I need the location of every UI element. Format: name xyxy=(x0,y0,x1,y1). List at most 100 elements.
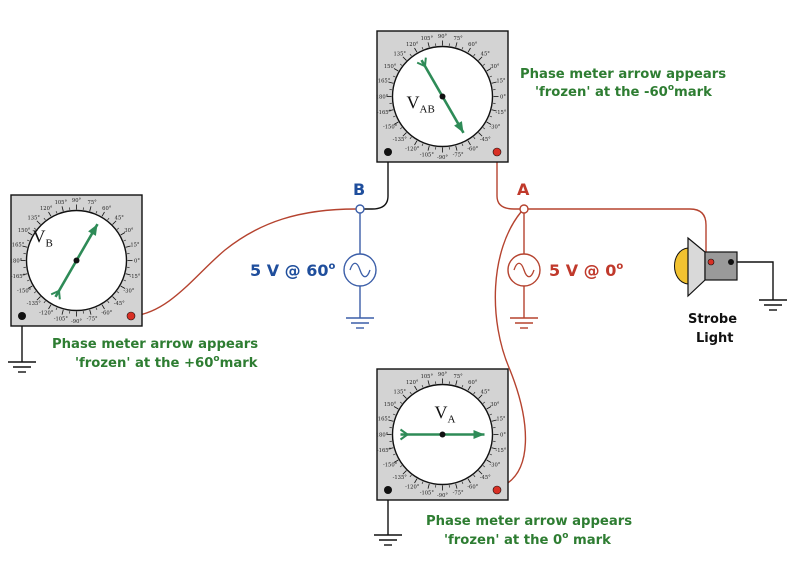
major-tick xyxy=(388,419,394,422)
tick-label: 75° xyxy=(88,200,98,206)
minor-tick xyxy=(489,115,493,118)
tick-label: 165° xyxy=(378,417,391,423)
major-tick xyxy=(120,232,126,236)
note-va-line1: Phase meter arrow appears xyxy=(426,514,632,529)
tick-label: -135° xyxy=(393,475,408,481)
ground-symbol-strobe xyxy=(759,299,787,311)
tick-label: 90° xyxy=(438,34,448,40)
tick-label: -30° xyxy=(123,289,134,295)
minor-tick xyxy=(33,291,37,294)
minor-tick xyxy=(107,300,110,304)
major-tick xyxy=(36,296,41,301)
major-tick xyxy=(61,309,64,315)
minor-tick xyxy=(461,143,464,147)
minor-tick xyxy=(107,217,110,221)
minor-tick xyxy=(392,115,396,118)
tick-label: 150° xyxy=(384,402,397,408)
source-a-label: 5 V @ 0o xyxy=(549,261,623,280)
wire-node-a-to-strobe xyxy=(528,208,707,258)
minor-tick xyxy=(392,453,396,456)
major-tick xyxy=(388,109,394,112)
minor-tick xyxy=(482,401,486,404)
node-a-label: A xyxy=(517,180,530,199)
tick-label: -60° xyxy=(101,311,112,317)
minor-tick xyxy=(95,307,98,311)
major-tick xyxy=(388,81,394,84)
tick-label: -120° xyxy=(405,485,420,491)
minor-tick xyxy=(123,239,127,242)
minor-tick xyxy=(43,217,46,221)
red-terminal xyxy=(492,485,502,495)
note-vab-line1: Phase meter arrow appears xyxy=(520,67,726,82)
minor-tick xyxy=(482,63,486,66)
major-tick xyxy=(125,273,131,276)
tick-label: 60° xyxy=(468,42,478,48)
major-tick xyxy=(414,140,418,146)
phase-meter-vab: 180°165°150°135°120°105°90°75°60°45°30°1… xyxy=(376,30,509,163)
tick-label: 105° xyxy=(421,374,434,380)
minor-tick xyxy=(123,279,127,282)
ac-source-b xyxy=(343,253,377,287)
major-tick xyxy=(112,296,117,301)
note-vab: Phase meter arrow appears 'frozen' at th… xyxy=(520,67,726,100)
major-tick xyxy=(455,483,458,489)
tick-label: -165° xyxy=(377,110,392,116)
major-tick xyxy=(478,132,483,137)
tick-label: 75° xyxy=(454,374,464,380)
minor-tick xyxy=(409,53,412,57)
tick-label: 75° xyxy=(454,36,464,42)
wire-strobe-to-ground xyxy=(737,261,774,300)
major-tick xyxy=(414,478,418,484)
major-tick xyxy=(427,42,430,48)
tick-label: -120° xyxy=(405,147,420,153)
tick-label: 105° xyxy=(55,200,68,206)
ground-symbol-vb xyxy=(8,361,36,373)
note-vb: Phase meter arrow appears 'frozen' at th… xyxy=(52,337,259,371)
tick-label: 135° xyxy=(393,52,406,58)
tick-label: -75° xyxy=(453,153,464,159)
minor-tick xyxy=(399,465,403,468)
minor-tick xyxy=(489,75,493,78)
major-tick xyxy=(393,459,399,463)
tick-label: -15° xyxy=(129,274,140,280)
minor-tick xyxy=(473,136,476,140)
tick-label: 120° xyxy=(40,206,53,212)
needle-pivot xyxy=(439,93,446,100)
minor-tick xyxy=(421,481,424,485)
tick-label: 15° xyxy=(496,417,506,423)
major-tick xyxy=(402,394,407,399)
minor-tick xyxy=(482,127,486,130)
minor-tick xyxy=(26,279,30,282)
major-tick xyxy=(101,211,105,217)
tick-label: 180° xyxy=(376,432,389,438)
tick-label: -60° xyxy=(467,147,478,153)
minor-tick xyxy=(461,481,464,485)
major-tick xyxy=(101,304,105,310)
tick-label: 60° xyxy=(102,206,112,212)
tick-label: 45° xyxy=(115,216,125,222)
major-tick xyxy=(27,285,33,289)
minor-tick xyxy=(461,46,464,50)
tick-label: 120° xyxy=(406,42,419,48)
minor-tick xyxy=(392,413,396,416)
needle-arrowhead xyxy=(88,224,98,236)
needle-tail xyxy=(416,57,427,68)
tick-label: -120° xyxy=(39,311,54,317)
tick-label: -15° xyxy=(495,448,506,454)
tick-label: -45° xyxy=(114,301,125,307)
tick-label: 45° xyxy=(481,52,491,58)
major-tick xyxy=(414,385,418,391)
major-tick xyxy=(491,419,497,422)
major-tick xyxy=(455,380,458,386)
major-tick xyxy=(22,245,28,248)
major-tick xyxy=(467,478,471,484)
major-tick xyxy=(478,56,483,61)
major-tick xyxy=(89,309,92,315)
tick-label: -150° xyxy=(17,289,32,295)
note-vb-line2: 'frozen' at the +60omark xyxy=(75,354,259,371)
tick-label: 90° xyxy=(72,198,82,204)
major-tick xyxy=(486,68,492,72)
lamp-reflector xyxy=(687,236,706,298)
tick-label: 165° xyxy=(12,243,25,249)
black-terminal xyxy=(18,312,26,320)
